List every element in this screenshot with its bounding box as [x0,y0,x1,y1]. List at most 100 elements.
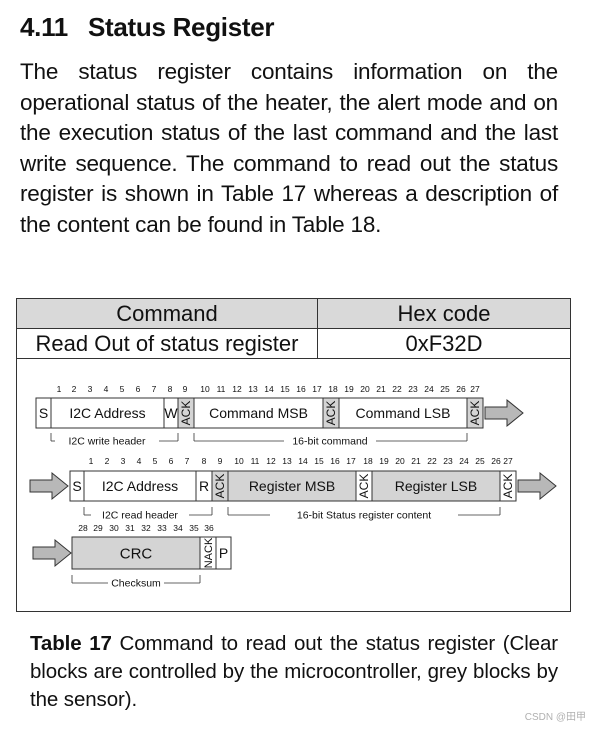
row1-bit-17: 17 [312,384,322,394]
section-title: Status Register [88,12,275,42]
row2-bit-27: 27 [503,456,513,466]
row1-bit-4: 4 [104,384,109,394]
row2-bit-3: 3 [121,456,126,466]
row1-bit-20: 20 [360,384,370,394]
row1-bit-21: 21 [376,384,386,394]
row1-bit-12: 12 [232,384,242,394]
row3-bit-30: 30 [109,523,119,533]
row3-bit-36: 36 [204,523,214,533]
row3-bit-29: 29 [93,523,103,533]
row2-bit-22: 22 [427,456,437,466]
table-header-row: Command Hex code [16,298,571,329]
row3-crc-label: CRC [120,545,153,562]
row1-bit-18: 18 [328,384,338,394]
row1-bit-2: 2 [72,384,77,394]
row1-bit-19: 19 [344,384,354,394]
row2-entry-arrow [29,471,69,501]
row1-bit-15: 15 [280,384,290,394]
header-hex-code: Hex code [317,298,571,329]
row3-bit-34: 34 [173,523,183,533]
row2-bit-17: 17 [346,456,356,466]
cell-command: Read Out of status register [16,328,318,359]
row1-bit-24: 24 [424,384,434,394]
row2-ack-1-label: ACK [213,474,227,499]
row2-bit-26: 26 [491,456,501,466]
row2-bit-24: 24 [459,456,469,466]
row1-brace-write-header-label: I2C write header [68,436,146,448]
row2-i2c-address-label: I2C Address [102,478,178,494]
row3-stop-label: P [219,545,228,561]
row1-command-lsb-box [338,397,468,429]
row1-bit-27: 27 [470,384,480,394]
row2-ack-2-label: ACK [357,474,371,499]
row1-bit-8: 8 [168,384,173,394]
row1-ack-3-label: ACK [468,401,482,426]
row2-ack-3-box [499,470,517,502]
row3-entry-arrow [32,538,72,568]
row2-bit-18: 18 [363,456,373,466]
row1-bit-6: 6 [136,384,141,394]
row3-brace-checksum-label: Checksum [111,578,161,590]
row2-continue-arrow [517,471,557,501]
row2-bit-8: 8 [202,456,207,466]
row2-bit-16: 16 [330,456,340,466]
row3-stop-box [215,536,232,570]
table-caption: Table 17 Command to read out the status … [30,630,558,714]
row2-bit-9: 9 [218,456,223,466]
caption-label: Table 17 [30,632,112,655]
row1-continue-arrow [484,398,524,428]
row2-bit-12: 12 [266,456,276,466]
row1-bit-5: 5 [120,384,125,394]
row2-brace-register-content-label: 16-bit Status register content [297,510,431,522]
row1-bit-23: 23 [408,384,418,394]
row2-bit-20: 20 [395,456,405,466]
row1-bit-3: 3 [88,384,93,394]
row1-bit-22: 22 [392,384,402,394]
table-row: Read Out of status register 0xF32D [16,328,571,359]
row1-i2c-address-label: I2C Address [69,405,145,421]
command-table: Command Hex code Read Out of status regi… [16,298,571,359]
body-paragraph: The status register contains information… [20,59,558,237]
row2-bit-13: 13 [282,456,292,466]
row2-bit-25: 25 [475,456,485,466]
row1-bit-7: 7 [152,384,157,394]
row2-register-msb-box [227,470,357,502]
row1-command-msb-label: Command MSB [209,405,308,421]
row1-bit-13: 13 [248,384,258,394]
row1-bit-25: 25 [440,384,450,394]
row2-bit-10: 10 [234,456,244,466]
row2-read-bit-label: R [199,478,209,494]
row1-i2c-address-box [50,397,165,429]
row2-bit-11: 11 [251,456,260,466]
row1-start-label: S [39,405,48,421]
row1-bit-11: 11 [217,384,226,394]
row2-register-lsb-box [371,470,501,502]
row2-brace-read-header-label: I2C read header [102,510,178,522]
row3-nack-label: NACK [203,537,215,568]
row2-i2c-address-box [83,470,197,502]
row1-bit-10: 10 [200,384,210,394]
row2-ack-3-label: ACK [501,474,515,499]
row2-bit-15: 15 [314,456,324,466]
row2-bit-19: 19 [379,456,389,466]
row2-bit-2: 2 [105,456,110,466]
row1-command-lsb-label: Command LSB [356,405,451,421]
row2-register-lsb-label: Register LSB [395,478,477,494]
caption-text: Command to read out the status register … [30,632,559,711]
cell-hex-code: 0xF32D [317,328,571,359]
row1-ack-1-label: ACK [179,401,193,426]
row2-bit-1: 1 [89,456,94,466]
header-command: Command [16,298,318,329]
section-heading: 4.11 Status Register [20,12,275,43]
row2-bit-7: 7 [185,456,190,466]
row1-bit-26: 26 [456,384,466,394]
row2-bit-23: 23 [443,456,453,466]
row1-bit-9: 9 [183,384,188,394]
row1-bit-14: 14 [264,384,274,394]
section-number: 4.11 [20,12,68,42]
row2-bit-5: 5 [153,456,158,466]
row1-ack-3-box [466,397,484,429]
row3-bit-35: 35 [189,523,199,533]
